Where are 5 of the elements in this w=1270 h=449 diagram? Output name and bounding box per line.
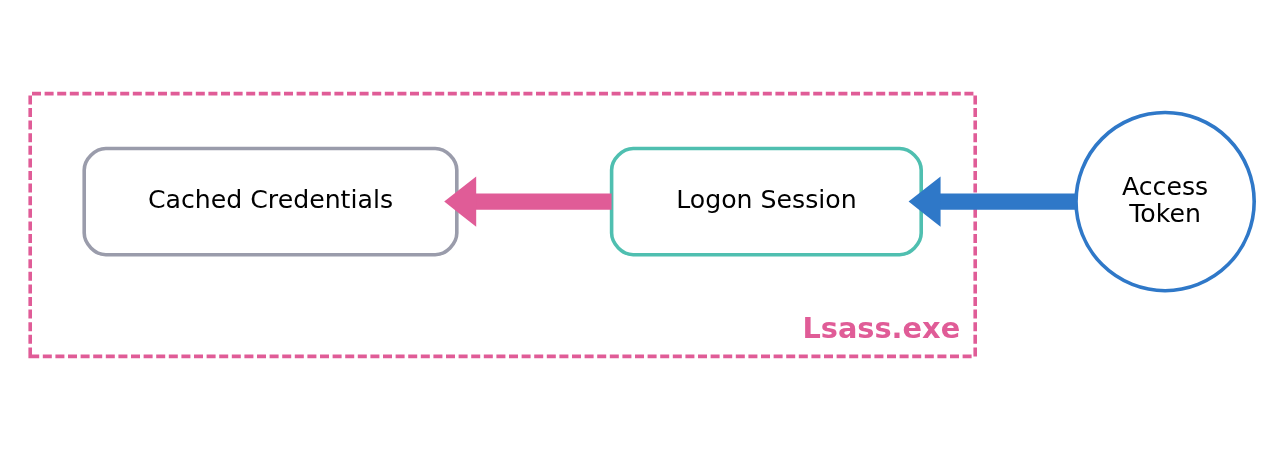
arrow	[908, 175, 1076, 227]
node-circle: Access Token	[1074, 110, 1256, 292]
node-box: Cached Credentials	[82, 146, 459, 256]
node-box: Logon Session	[609, 146, 923, 256]
arrow	[444, 175, 612, 227]
